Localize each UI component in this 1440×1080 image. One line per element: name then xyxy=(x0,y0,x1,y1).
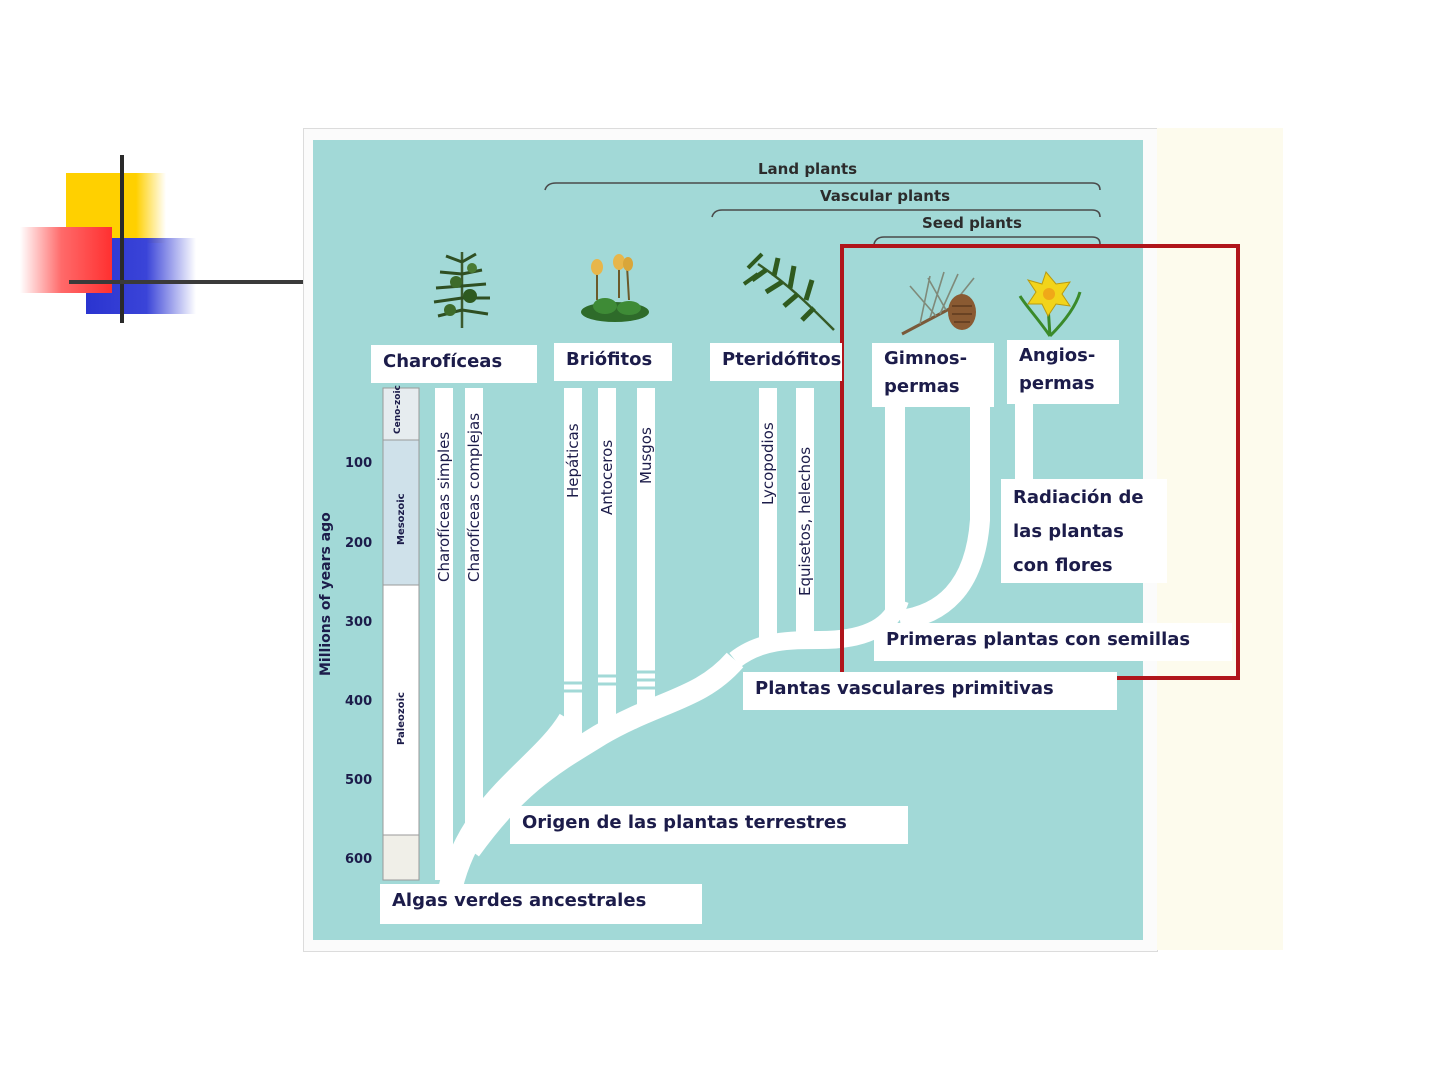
lineage-lycopodios: Lycopodios xyxy=(759,422,777,505)
group-angiospermas-line2: permas xyxy=(1019,373,1095,394)
horizontal-line xyxy=(69,280,303,284)
group-briofitos: Briófitos xyxy=(554,343,672,381)
mesozoic-band xyxy=(382,439,420,586)
lineage-charoficeas-complejas: Charofíceas complejas xyxy=(465,412,483,582)
event-primeras-semillas: Primeras plantas con semillas xyxy=(874,623,1232,661)
axis-title: Millions of years ago xyxy=(318,512,334,676)
figure-margin xyxy=(1157,128,1283,950)
group-charoficeas: Charofíceas xyxy=(371,345,537,383)
era-mesozoic: Mesozoic xyxy=(396,493,407,545)
group-angiospermas: Angios- permas xyxy=(1007,340,1119,404)
axis-tick: 400 xyxy=(345,694,373,709)
axis-tick: 600 xyxy=(345,852,373,867)
event-algas-ancestrales: Algas verdes ancestrales xyxy=(380,884,702,924)
lineage-musgos: Musgos xyxy=(637,427,655,484)
event-origen-terrestres: Origen de las plantas terrestres xyxy=(510,806,908,844)
group-pteridofitos: Pteridófitos xyxy=(710,343,842,381)
lineage-antoceros: Antoceros xyxy=(598,439,616,515)
era-paleozoic: Paleozoic xyxy=(396,692,407,745)
seed-plants-label: Seed plants xyxy=(922,214,1022,232)
group-angiospermas-line1: Angios- xyxy=(1019,345,1096,366)
vertical-line xyxy=(120,155,124,323)
land-plants-bracket xyxy=(544,182,1101,191)
event-radiacion-line3: con flores xyxy=(1013,555,1113,576)
axis-tick: 200 xyxy=(345,536,373,551)
event-radiacion-line1: Radiación de xyxy=(1013,487,1144,508)
moss-like-plant-icon xyxy=(433,252,490,328)
group-gimnospermas: Gimnos- permas xyxy=(872,343,994,407)
liverwort-plant-icon xyxy=(581,254,649,322)
event-radiacion-flores: Radiación de las plantas con flores xyxy=(1001,479,1167,583)
group-gimnospermas-line2: permas xyxy=(884,376,960,397)
cenozoic-band xyxy=(382,387,420,441)
land-branch xyxy=(461,652,744,857)
axis-tick: 300 xyxy=(345,615,373,630)
event-radiacion-line2: las plantas xyxy=(1013,521,1124,542)
era-cenozoic: Ceno-zoic xyxy=(393,385,403,434)
event-vasculares-primitivas: Plantas vasculares primitivas xyxy=(743,672,1117,710)
land-plants-label: Land plants xyxy=(758,160,858,178)
vascular-plants-bracket xyxy=(711,209,1101,218)
slide-decoration xyxy=(0,150,310,330)
axis-tick: 500 xyxy=(345,773,373,788)
fern-icon xyxy=(742,252,835,331)
precambrian-band xyxy=(382,834,420,881)
vascular-plants-label: Vascular plants xyxy=(820,187,951,205)
lineage-hepaticas: Hepáticas xyxy=(564,423,582,498)
group-gimnospermas-line1: Gimnos- xyxy=(884,348,968,369)
pine-branch-icon xyxy=(901,271,976,336)
seed-branch xyxy=(898,388,990,630)
lineage-charoficeas-simples: Charofíceas simples xyxy=(435,431,453,582)
axis-tick: 100 xyxy=(345,456,373,471)
seed-plants-bracket xyxy=(873,236,1101,245)
daffodil-flower-icon xyxy=(1018,270,1082,338)
lineage-equisetos-helechos: Equisetos, helechos xyxy=(796,446,814,596)
